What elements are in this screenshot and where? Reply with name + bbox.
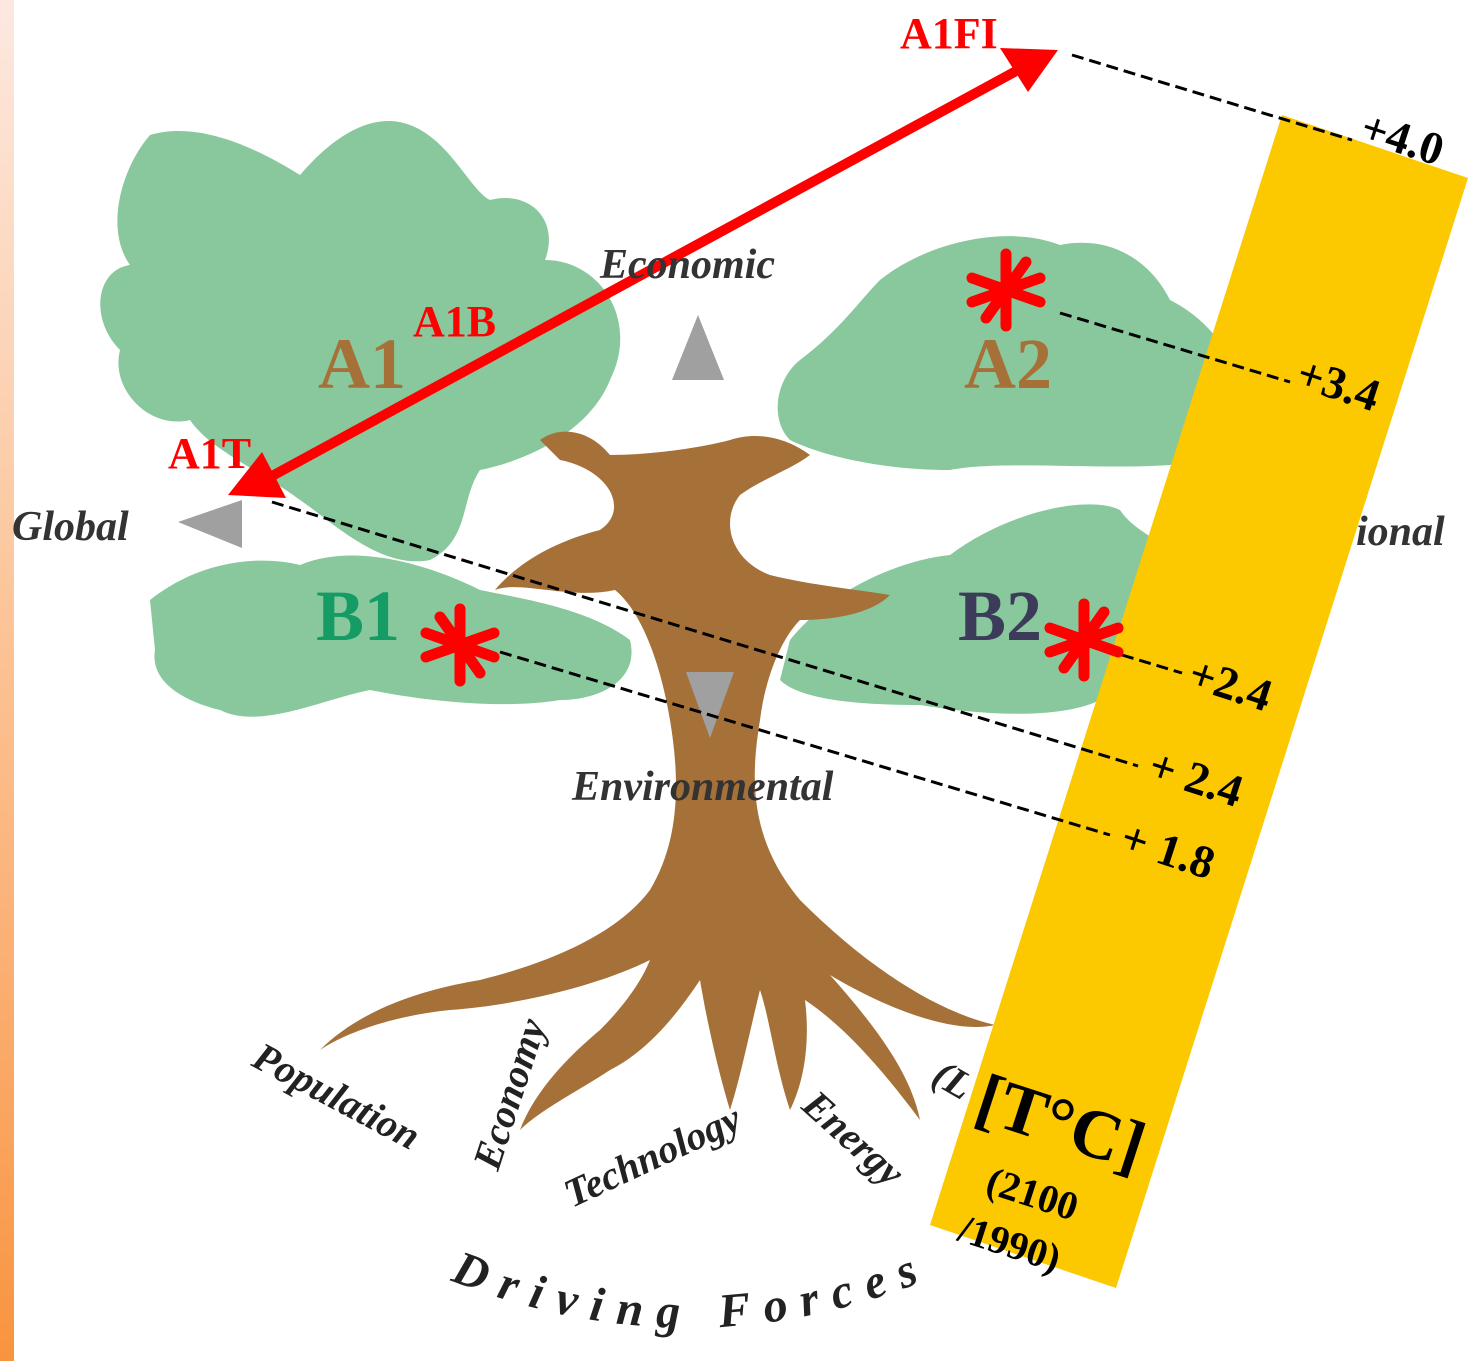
dashed-connectors bbox=[271, 53, 1353, 837]
environmental-triangle-icon bbox=[686, 672, 734, 738]
label-b1: B1 bbox=[316, 576, 400, 656]
arrowhead-a1t-icon bbox=[228, 452, 286, 498]
root-label-population: Population bbox=[245, 1033, 428, 1159]
axis-label-global: Global bbox=[12, 504, 129, 550]
axis-label-economic: Economic bbox=[599, 242, 775, 288]
asterisk-a2-icon bbox=[966, 248, 1046, 332]
label-a1: A1 bbox=[318, 324, 406, 404]
root-label-technology: Technology bbox=[557, 1095, 748, 1216]
connector-b1 bbox=[499, 650, 1111, 837]
a1-scenario-arrow bbox=[247, 53, 1043, 493]
temperature-bar bbox=[930, 115, 1468, 1288]
axis-label-environmental: Environmental bbox=[571, 764, 834, 810]
label-a1t: A1T bbox=[168, 429, 251, 478]
arrowhead-a1fi-icon bbox=[1000, 48, 1058, 92]
tree-canopy bbox=[100, 121, 1242, 717]
driving-forces-label: Driving Forces bbox=[445, 1238, 937, 1339]
economic-triangle-icon bbox=[672, 315, 724, 380]
asterisk-b2-icon bbox=[1044, 598, 1124, 682]
connector-a1fi bbox=[1071, 53, 1353, 142]
tree-trunk bbox=[320, 431, 995, 1130]
root-label-energy: Energy bbox=[793, 1081, 913, 1196]
connector-a1t bbox=[271, 500, 1139, 768]
slide-edge-strip bbox=[0, 0, 14, 1361]
label-a1fi: A1FI bbox=[900, 9, 998, 58]
label-b2: B2 bbox=[958, 576, 1042, 656]
axis-label-regional: ional bbox=[1356, 509, 1445, 555]
label-a1b: A1B bbox=[413, 297, 496, 346]
asterisk-b1-icon bbox=[420, 603, 500, 687]
connector-a2 bbox=[1059, 311, 1291, 384]
driving-forces-text: Driving Forces bbox=[445, 1238, 923, 1339]
connector-b2 bbox=[1121, 653, 1183, 675]
global-triangle-icon bbox=[178, 500, 242, 548]
label-a2: A2 bbox=[964, 324, 1052, 404]
